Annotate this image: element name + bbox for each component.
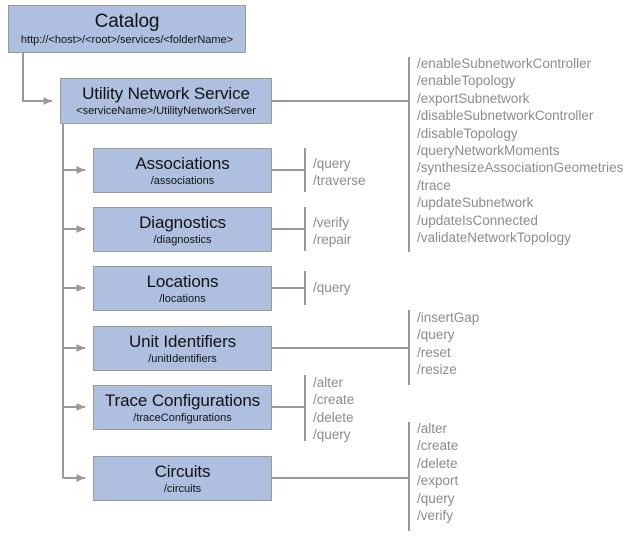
node-locations-path: /locations [159,292,206,305]
operation-item: /updateIsConnected [417,212,538,228]
operation-item: /query [313,156,351,171]
operations-list-locations: /query [313,279,351,296]
node-trace-configurations-title: Trace Configurations [104,390,261,410]
node-unit-identifiers[interactable]: Unit Identifiers /unitIdentifiers [93,326,272,371]
node-circuits-title: Circuits [154,461,211,481]
operation-item: /repair [313,232,352,248]
node-associations-title: Associations [135,153,230,173]
operation-item: /resize [417,362,457,378]
node-locations-title: Locations [146,271,219,291]
operation-item: /delete [313,409,354,425]
operation-item: /query [313,427,351,443]
operations-list-circuits: /alter/create/delete/export/query/verify [417,420,458,524]
operation-item: /trace [417,177,451,193]
operation-item: /verify [417,508,454,524]
operations-list-trace-configurations: /alter/create/delete/query [313,374,354,444]
node-utility-network-service-path: <serviceName>/UtilityNetworkServer [76,105,256,117]
operation-item: /disableSubnetworkController [417,108,594,124]
operation-item: /query [417,490,455,506]
operations-list-associations: /query/traverse [313,155,366,190]
node-associations-path: /associations [150,174,215,187]
operation-item: /synthesizeAssociationGeometries [417,160,624,176]
wire-catalog-to-service [22,53,52,105]
operation-item: /query [313,280,351,295]
operation-item: /enableTopology [417,73,516,89]
node-trace-configurations[interactable]: Trace Configurations /traceConfiguration… [93,385,272,430]
node-diagnostics[interactable]: Diagnostics /diagnostics [93,207,272,252]
node-catalog-path: http://<host>/<root>/services/<folderNam… [20,34,234,46]
node-utility-network-service-title: Utility Network Service [82,84,250,103]
operation-item: /validateNetworkTopology [417,230,571,246]
operation-item: /traverse [313,173,366,189]
operation-item: /verify [313,215,350,230]
operation-item: /insertGap [417,310,480,325]
node-trace-configurations-path: /traceConfigurations [133,411,232,424]
operation-item: /exportSubnetwork [417,90,530,106]
operation-item: /alter [417,421,448,436]
node-unit-identifiers-path: /unitIdentifiers [148,352,217,365]
node-diagnostics-path: /diagnostics [153,233,212,246]
operation-item: /updateSubnetwork [417,195,534,211]
node-circuits-path: /circuits [163,482,202,495]
node-circuits[interactable]: Circuits /circuits [93,456,272,501]
operation-item: /create [417,438,459,454]
operation-item: /create [313,392,355,408]
node-locations[interactable]: Locations /locations [93,266,272,311]
operation-item: /enableSubnetworkController [417,56,592,71]
operations-list-service: /enableSubnetworkController/enableTopolo… [417,55,623,246]
node-associations[interactable]: Associations /associations [93,148,272,193]
operation-item: /query [417,327,455,343]
node-unit-identifiers-title: Unit Identifiers [128,331,237,351]
operation-item: /export [417,473,459,489]
operation-item: /queryNetworkMoments [417,143,560,159]
operation-item: /delete [417,455,458,471]
node-catalog-title: Catalog [94,11,160,32]
operation-item: /reset [417,344,451,360]
operations-list-unit-identifiers: /insertGap/query/reset/resize [417,309,479,379]
operations-list-diagnostics: /verify/repair [313,214,351,249]
node-diagnostics-title: Diagnostics [139,212,226,232]
node-catalog[interactable]: Catalog http://<host>/<root>/services/<f… [8,5,246,53]
operation-item: /disableTopology [417,125,518,141]
operation-item: /alter [313,375,344,390]
node-utility-network-service[interactable]: Utility Network Service <serviceName>/Ut… [60,78,272,124]
